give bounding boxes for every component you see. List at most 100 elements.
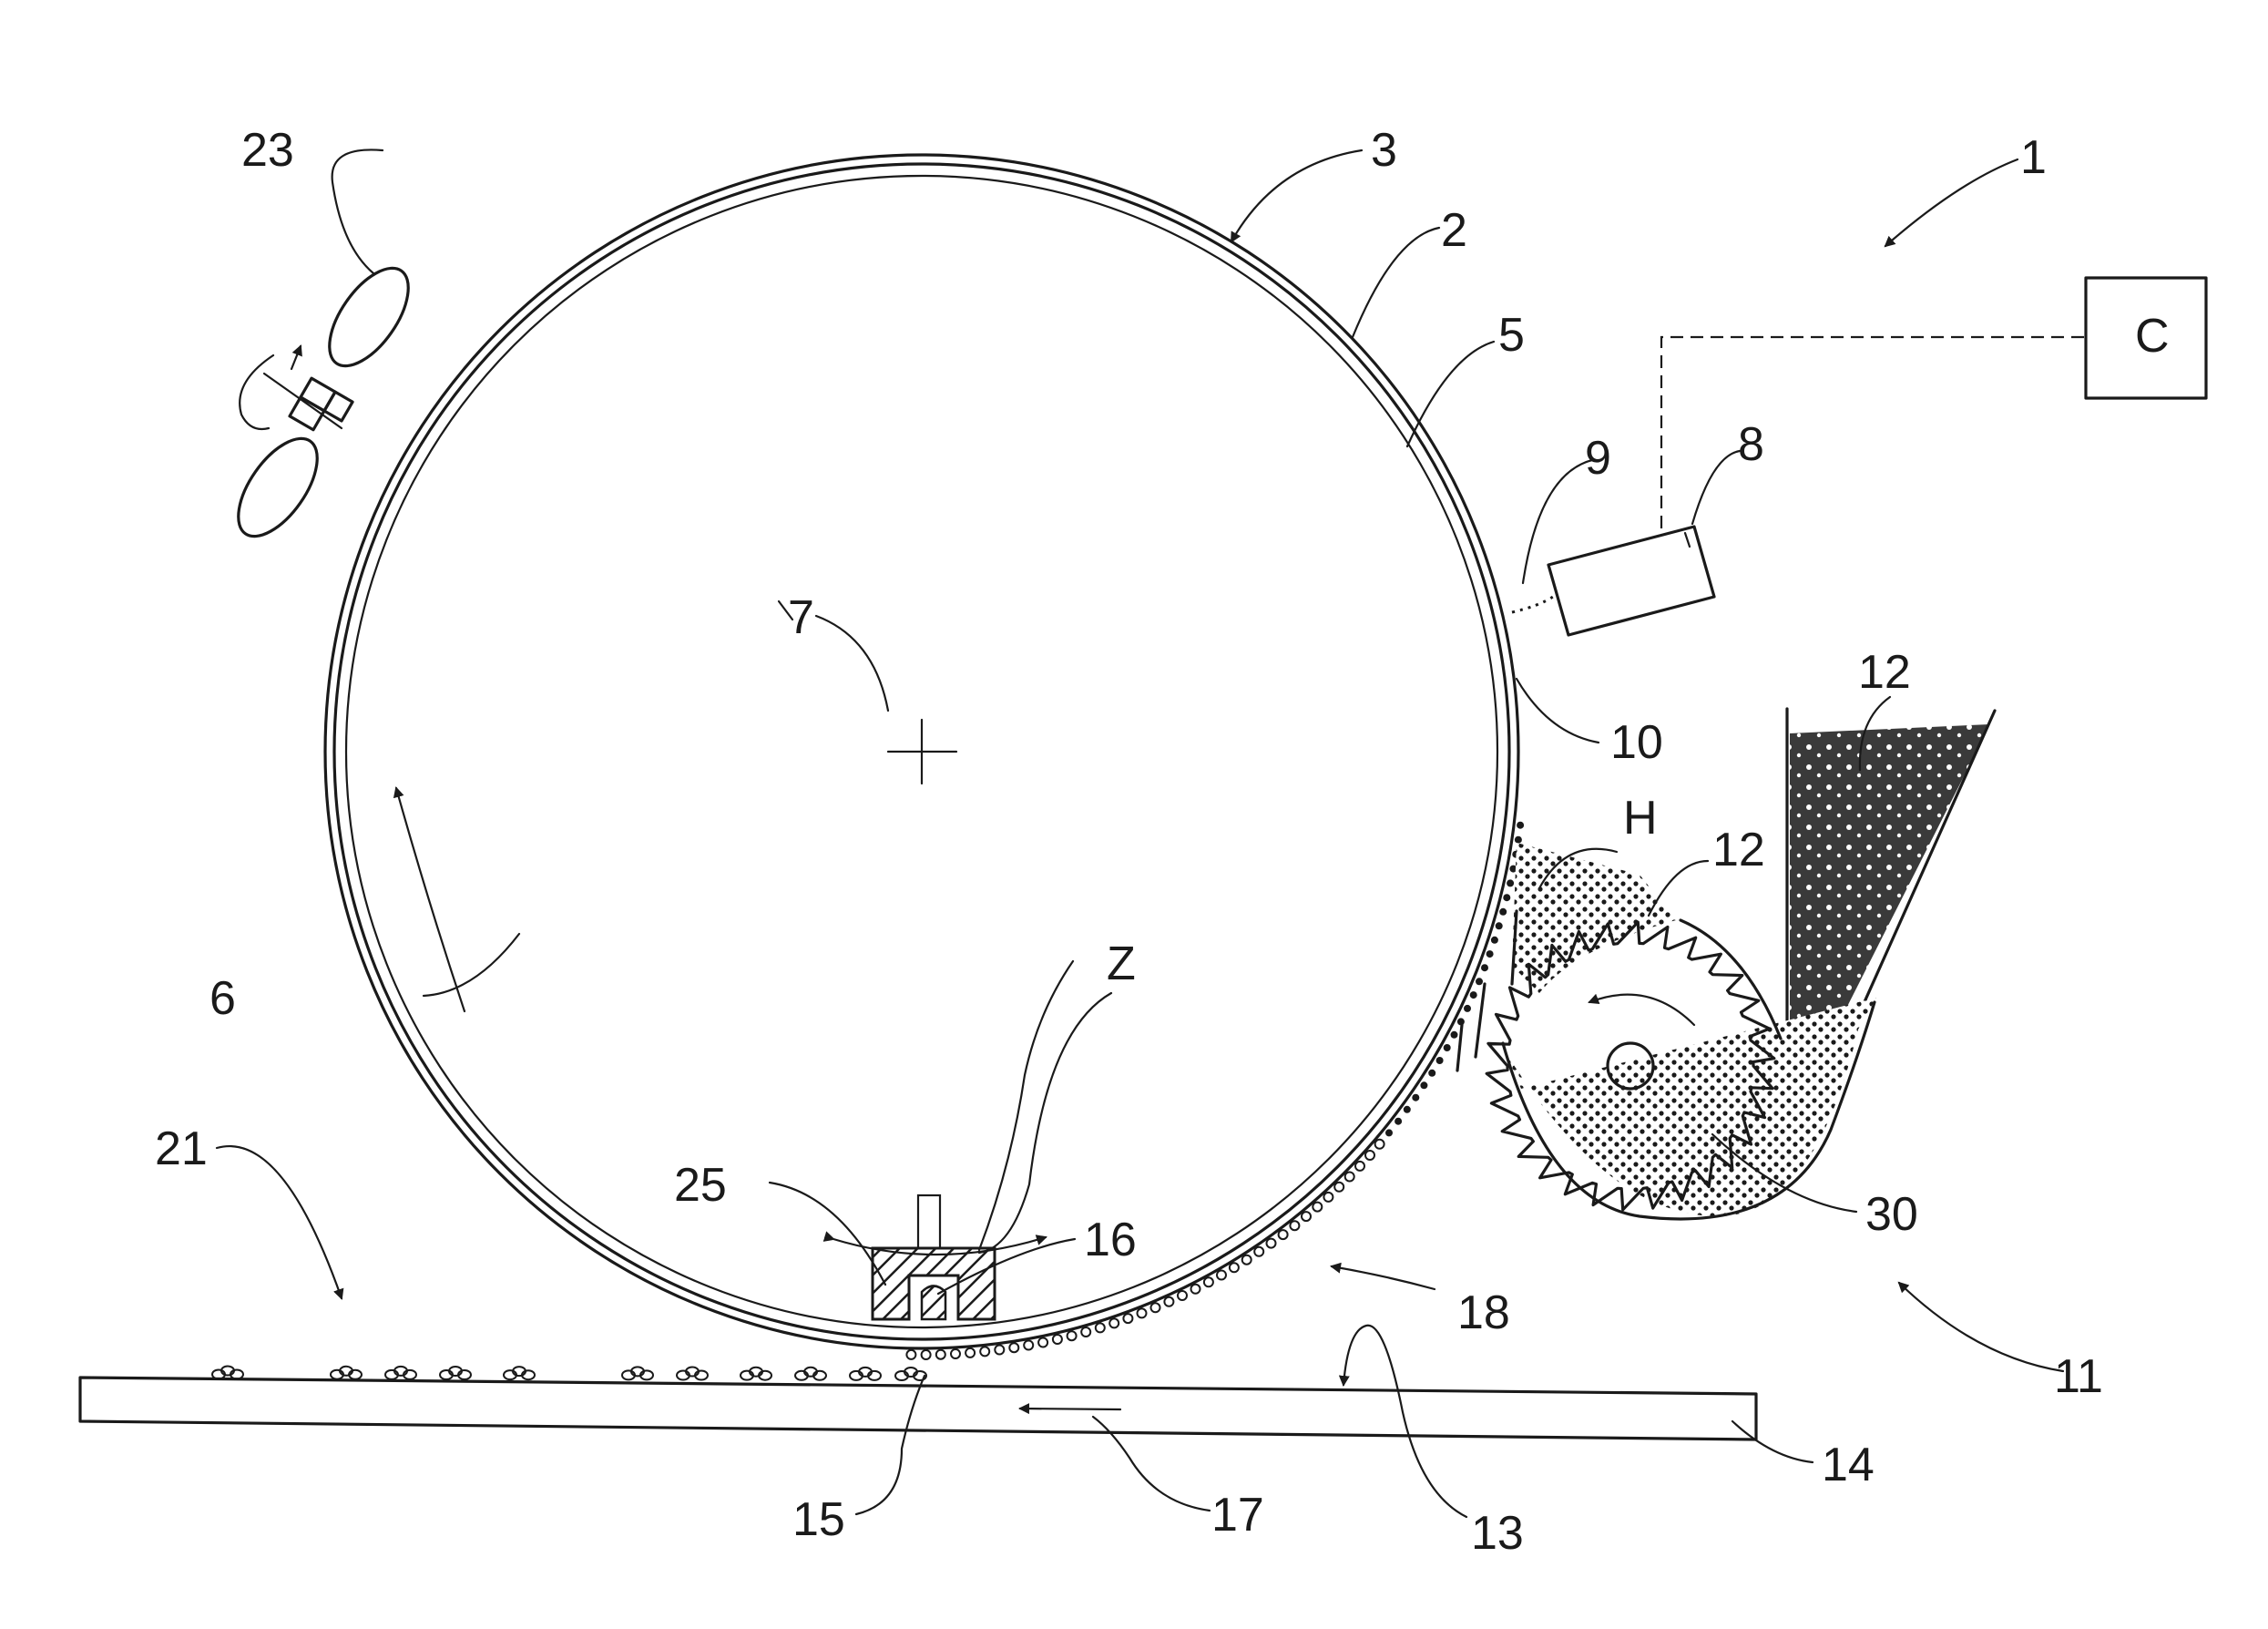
wheel-rotation-arrow [1589,995,1694,1025]
coating-particle [1038,1338,1047,1347]
label-12-wheel: 12 [1712,824,1765,876]
label-16: 16 [1084,1214,1137,1266]
substrate [80,1378,1756,1439]
coating-particle [1428,1070,1435,1077]
coating-particle [1242,1255,1251,1265]
coating-particle [1355,1162,1364,1171]
coating-particle [1444,1044,1451,1051]
label-5: 5 [1498,309,1525,362]
coating-particle [1395,1118,1402,1125]
coating-particle [1302,1212,1311,1221]
coating-particle [1334,1183,1343,1192]
coating-particle [1436,1057,1444,1064]
controller-link [1661,337,2086,528]
coating-particle [1164,1297,1173,1306]
label-Z: Z [1107,937,1136,990]
coating-particle [1499,908,1507,916]
coating-particle [1491,937,1498,944]
coating-particle [1123,1314,1132,1323]
coating-particle [922,1350,931,1359]
rotation-arrow [396,788,465,1011]
controller: C [1661,278,2206,528]
coating-particle [1267,1239,1276,1248]
coating-particle [1151,1303,1160,1312]
coating-particle [1178,1291,1187,1300]
coating-particle [1279,1230,1288,1239]
coating-particle [1081,1327,1090,1337]
coating-particle [1464,1005,1471,1012]
coating-particle [1515,836,1522,844]
coating-particle [1451,1031,1458,1039]
coating-particle [1217,1271,1226,1280]
fan-blade-upper [314,255,424,379]
label-10: 10 [1610,716,1663,769]
coating-particle [936,1350,945,1359]
label-15: 15 [792,1493,845,1546]
label-8: 8 [1738,418,1764,471]
coating-particle [1496,922,1503,929]
coating-particle [906,1350,915,1359]
label-C: C [2135,310,2170,363]
label-30: 30 [1865,1188,1918,1241]
coating-particle [995,1346,1004,1355]
label-23: 23 [241,124,294,177]
coating-particle [1507,879,1514,886]
coating-particle [1009,1343,1018,1352]
coating-particle [1230,1263,1239,1272]
label-25: 25 [674,1159,727,1212]
hopper-fill [1790,724,1990,1057]
coating-particle [980,1347,989,1356]
coating-particle [1313,1203,1322,1212]
coating-particle [1375,1140,1384,1149]
coating-particle [1191,1285,1200,1294]
coating-particle [1517,822,1524,829]
label-21: 21 [155,1122,208,1175]
label-7: 7 [788,591,814,644]
coating-particle [1365,1151,1374,1160]
substrate-particles [212,1367,926,1381]
coating-particle [1096,1323,1105,1332]
label-9: 9 [1585,432,1611,485]
coating-particle [1404,1106,1411,1113]
coating-particle [1138,1308,1147,1317]
label-14: 14 [1822,1439,1875,1491]
coating-particle [1476,978,1483,985]
label-17: 17 [1211,1489,1264,1542]
coating-particle [1068,1331,1077,1340]
label-6: 6 [209,972,236,1025]
coating-particle [1420,1081,1427,1089]
label-18: 18 [1457,1286,1510,1339]
substrate-body [80,1378,1756,1439]
coating-particle [1053,1335,1062,1344]
sensor [1512,527,1714,635]
fan [223,255,424,549]
drum-center-mark [888,720,956,784]
coating-particle [1503,894,1510,901]
coating-particle [1024,1341,1033,1350]
coating-particle [951,1349,960,1358]
label-12-hopper: 12 [1858,646,1911,699]
particle-hopper [1457,709,1995,1219]
drum-particle-coating [906,822,1524,1359]
fan-blade-lower [223,425,332,549]
coating-particle [1204,1277,1213,1286]
coating-particle [1254,1247,1263,1256]
sensor-beam [1512,597,1553,612]
coating-particle [1412,1094,1419,1101]
label-13: 13 [1471,1507,1524,1560]
coating-particle [965,1348,975,1358]
trough [1503,998,1876,1216]
label-H: H [1623,792,1658,845]
label-2: 2 [1441,204,1467,257]
label-11: 11 [2054,1350,2103,1403]
label-3: 3 [1371,124,1397,177]
coating-particle [1290,1221,1299,1230]
coating-particle [1109,1318,1119,1327]
coating-particle [1345,1173,1354,1182]
coating-particle [1470,991,1477,999]
coating-particle [1481,964,1488,971]
heater-stem [918,1195,940,1248]
coating-particle [1385,1129,1393,1136]
coating-particle [1486,950,1494,958]
